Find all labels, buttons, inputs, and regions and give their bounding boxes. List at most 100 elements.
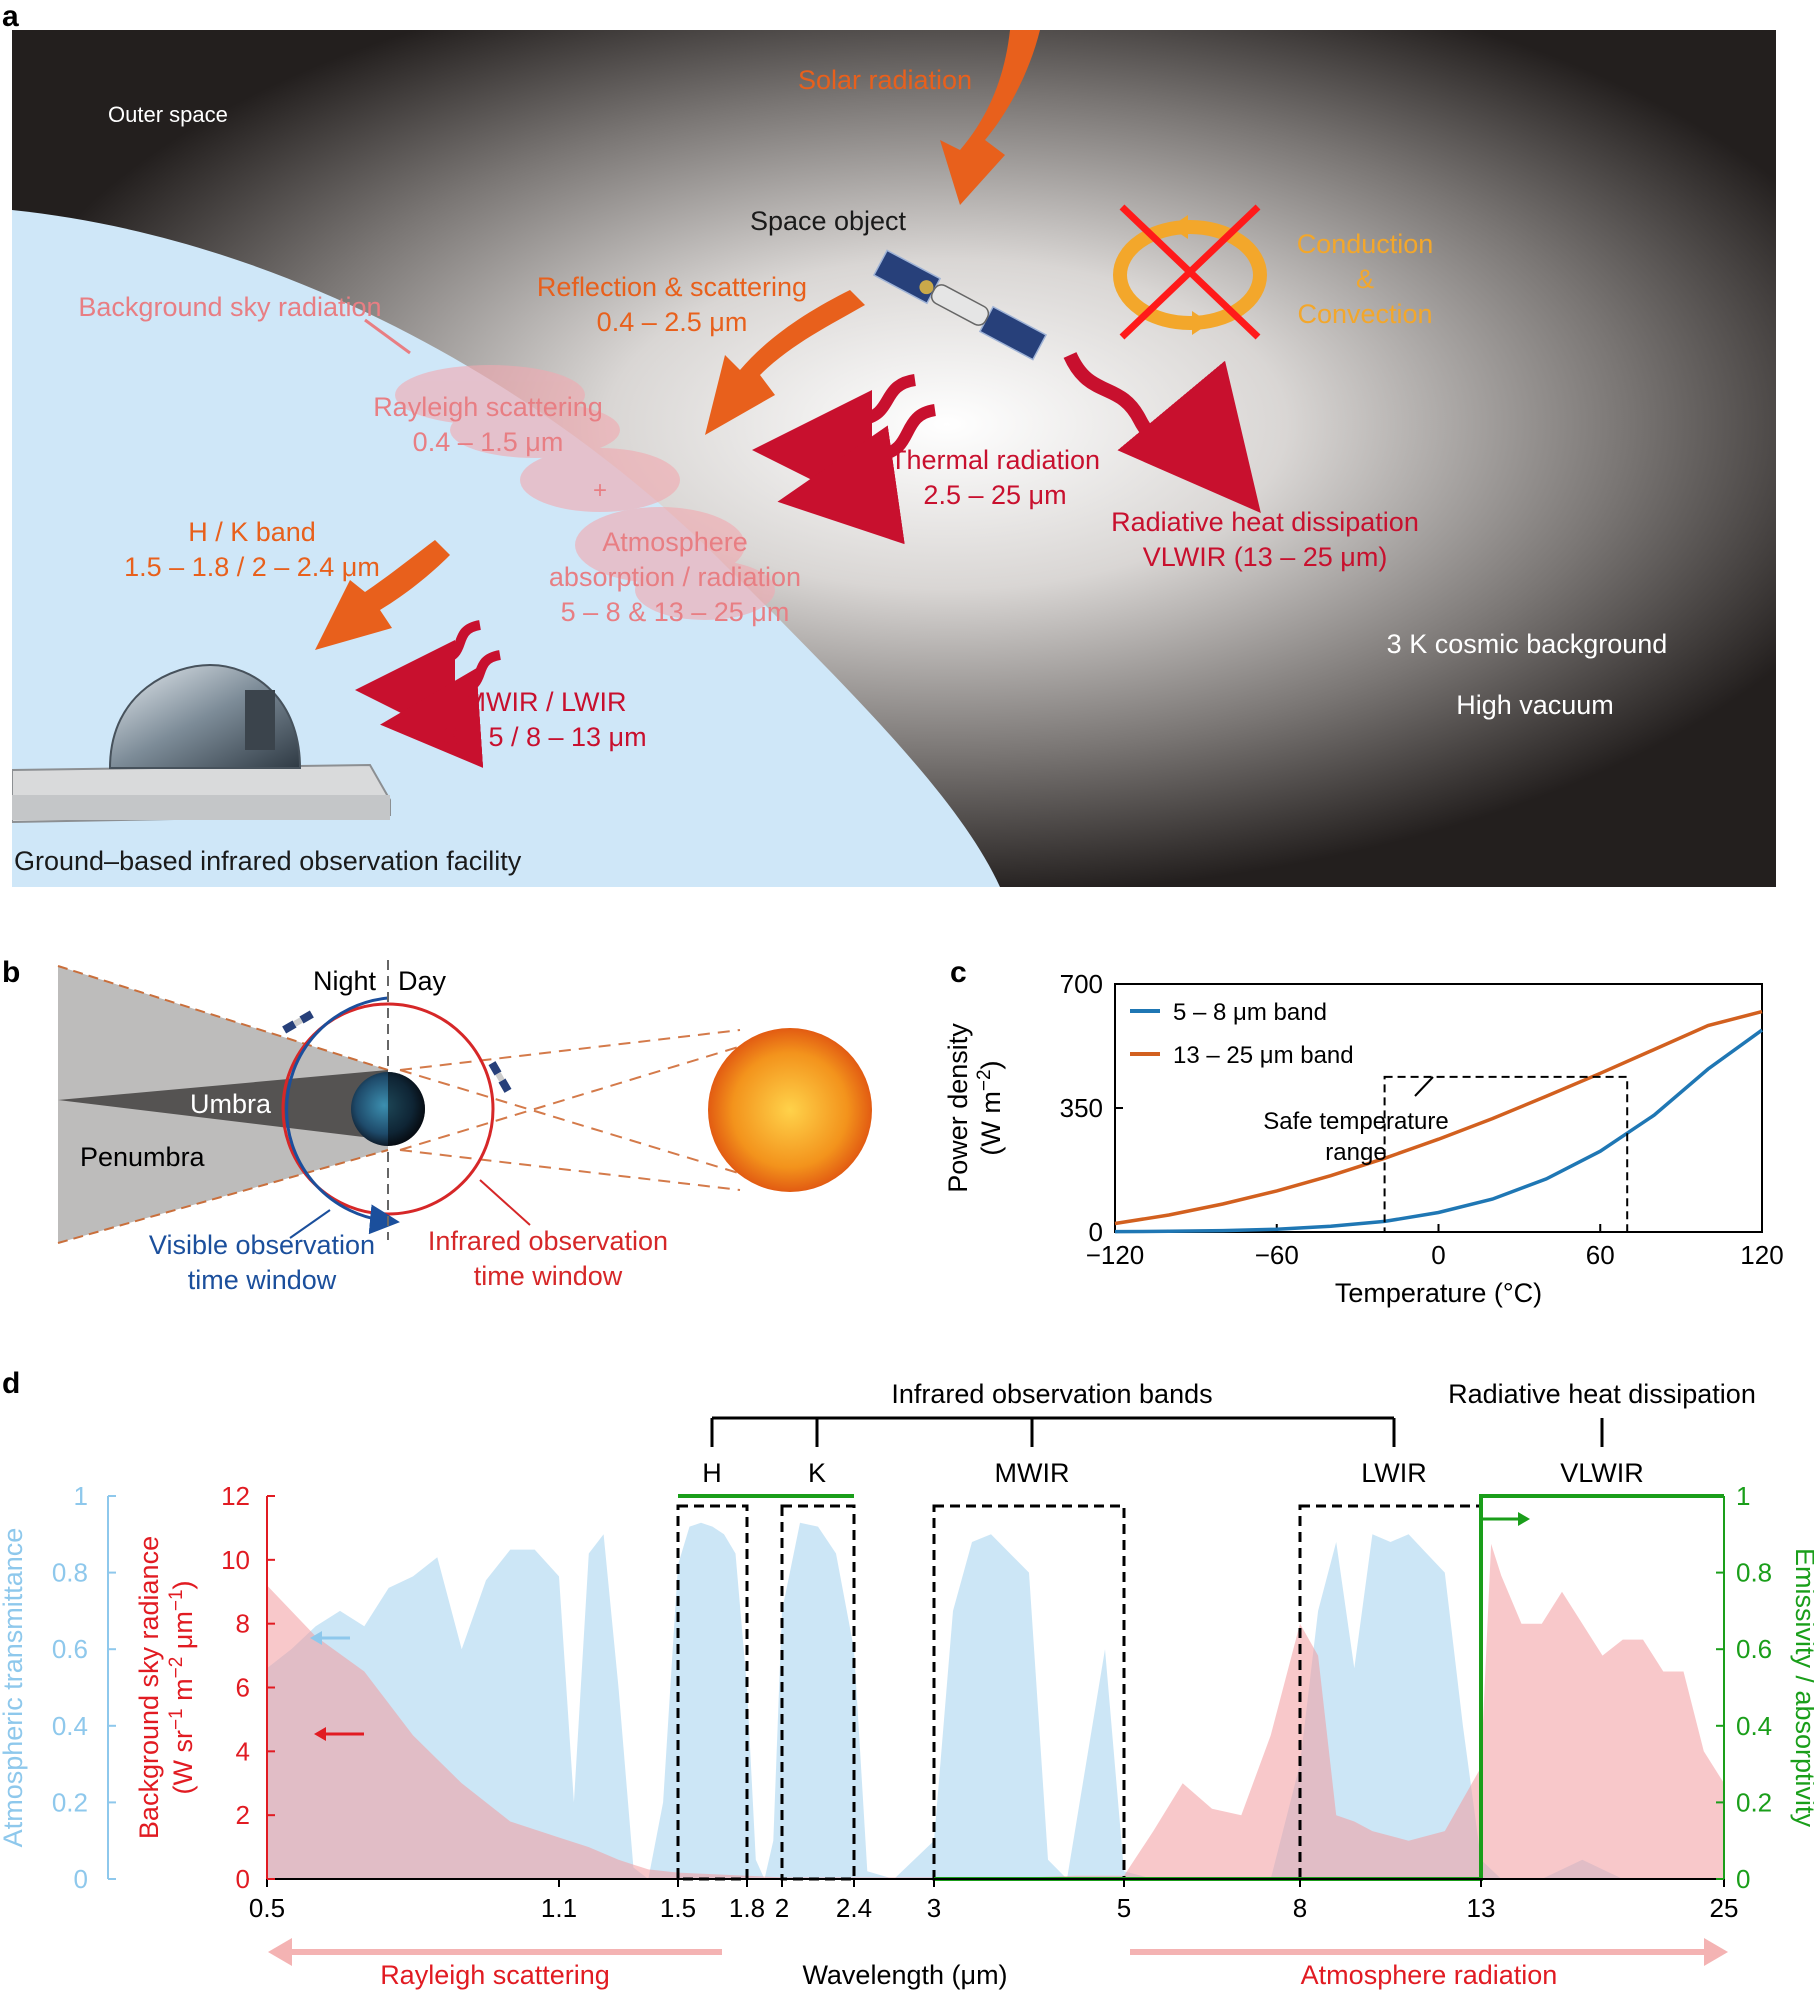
window-box-h <box>676 1504 749 1881</box>
transmittance-tick-label: 0.2 <box>52 1787 88 1817</box>
atmosphere-label-3: 5 – 8 & 13 – 25 μm <box>561 597 790 627</box>
hk-band-label: H / K band <box>188 517 316 547</box>
umbra-shape <box>58 1070 388 1140</box>
mwir-arrow-2 <box>380 650 502 768</box>
x-tick-label: 0 <box>1431 1240 1445 1270</box>
emissivity-tick-label: 0 <box>1736 1864 1750 1894</box>
reflection-arrow <box>705 290 865 435</box>
x-axis-label: Temperature (°C) <box>1335 1278 1542 1308</box>
transmittance-tick-label: 0 <box>74 1864 88 1894</box>
outer-space-label: Outer space <box>108 102 228 127</box>
thermal-label: Thermal radiation <box>890 445 1100 475</box>
x-tick-label: 1.1 <box>541 1893 577 1923</box>
transmittance-tick-label: 0.4 <box>52 1711 88 1741</box>
transmittance-arrowhead <box>310 1631 322 1645</box>
emissivity-axis-label: Emissivity / absorptivity <box>1790 1548 1814 1828</box>
transmittance-tick-label: 0.6 <box>52 1634 88 1664</box>
panel-d-letter: d <box>2 1367 20 1400</box>
annotation-line-2: range <box>1325 1139 1386 1166</box>
panel-a-letter: a <box>2 0 19 33</box>
annotation-line-1: Safe temperature <box>1263 1108 1448 1135</box>
telescope-dome-icon <box>12 663 391 824</box>
hk-band-arrow <box>315 540 450 650</box>
x-tick-label: 5 <box>1117 1893 1131 1923</box>
band-label-mwir: MWIR <box>995 1458 1070 1488</box>
rayleigh-range-label: 0.4 – 1.5 μm <box>413 427 564 457</box>
x-tick-label: −120 <box>1086 1240 1145 1270</box>
y-tick-label: 350 <box>1060 1093 1103 1123</box>
solar-radiation-arrow <box>940 30 1040 205</box>
radiance-tick-label: 2 <box>236 1800 250 1830</box>
emissivity-tick-label: 0.2 <box>1736 1787 1772 1817</box>
panel-b-diagram <box>57 960 872 1244</box>
panel-a-labels: Outer space Solar radiation Space object… <box>14 65 1667 876</box>
satellite-icon <box>488 1061 512 1093</box>
radiance-axis-label: Background sky radiance <box>134 1536 164 1839</box>
mwir-lwir-label: MWIR / LWIR <box>464 687 627 717</box>
x-tick-label: 0.5 <box>249 1893 285 1923</box>
series-line-2 <box>1114 1009 1763 1226</box>
sun-icon <box>708 1028 872 1192</box>
satellite-icon <box>282 1010 314 1034</box>
plus-label: + <box>593 477 607 504</box>
x-tick-label: 120 <box>1740 1240 1783 1270</box>
day-label: Day <box>398 966 447 996</box>
radiance-tick-label: 10 <box>221 1545 250 1575</box>
dissipation-arrow <box>1063 351 1261 513</box>
cosmic-bg-label: 3 K cosmic background <box>1387 629 1668 659</box>
emissivity-tick-label: 1 <box>1736 1481 1750 1511</box>
emissivity-tick-label: 0.6 <box>1736 1634 1772 1664</box>
sky-radiance-area <box>267 1543 1724 1879</box>
band-label-lwir: LWIR <box>1361 1458 1427 1488</box>
sky-radiation-blobs <box>395 365 775 620</box>
x-tick-label: −60 <box>1255 1240 1299 1270</box>
y-tick-label: 700 <box>1060 969 1103 999</box>
infrared-window-label-1: Infrared observation <box>428 1226 668 1256</box>
no-conduction-icon <box>1113 204 1267 340</box>
bg-sky-label: Background sky radiation <box>78 292 381 322</box>
x-axis-label: Wavelength (μm) <box>802 1960 1007 1990</box>
space-object-label: Space object <box>750 206 907 236</box>
x-tick-label: 25 <box>1710 1893 1739 1923</box>
ampersand-label: & <box>1356 264 1374 294</box>
penumbra-label: Penumbra <box>80 1142 206 1172</box>
radiance-axis-unit-label: (W sr−1 m−2 μm−1) <box>166 1580 198 1794</box>
visible-window-label-1: Visible observation <box>149 1230 375 1260</box>
transmittance-area <box>267 1522 1724 1879</box>
visible-orbit-arc <box>285 996 400 1235</box>
emissivity-arrowhead <box>1518 1512 1530 1526</box>
transmittance-tick-label: 0.8 <box>52 1558 88 1588</box>
emissivity-tick-label: 0.4 <box>1736 1711 1772 1741</box>
night-label: Night <box>313 966 377 996</box>
umbra-label: Umbra <box>190 1089 272 1119</box>
sky-leader-line <box>364 318 411 355</box>
legend-label-2: 13 – 25 μm band <box>1173 1042 1354 1069</box>
satellite-icon <box>872 249 1048 361</box>
band-label-h: H <box>702 1458 722 1488</box>
annotation-leader <box>1414 1076 1434 1097</box>
reflection-range-label: 0.4 – 2.5 μm <box>597 307 748 337</box>
rayleigh-label: Rayleigh scattering <box>373 392 603 422</box>
bottom-arrows <box>268 1938 1728 1966</box>
rayleigh-arrow-label: Rayleigh scattering <box>380 1960 610 1990</box>
solar-radiation-label: Solar radiation <box>798 65 972 95</box>
radiance-tick-label: 0 <box>236 1864 250 1894</box>
dissipation-range-label: VLWIR (13 – 25 μm) <box>1143 542 1388 572</box>
thermal-arrow-2 <box>777 404 937 545</box>
x-tick-label: 1.5 <box>660 1893 696 1923</box>
dissipation-label: Radiative heat dissipation <box>1111 507 1419 537</box>
y-axis-label: Power density <box>943 1023 973 1193</box>
transmittance-axis-label: Atmospheric transmittance <box>0 1528 28 1848</box>
infrared-window-label-2: time window <box>474 1261 623 1291</box>
sun-rays <box>399 1029 746 1191</box>
y-axis-unit-label: (W m−2) <box>974 1060 1006 1155</box>
x-tick-label: 1.8 <box>729 1893 765 1923</box>
dissipation-title: Radiative heat dissipation <box>1448 1379 1756 1409</box>
hk-range-label: 1.5 – 1.8 / 2 – 2.4 μm <box>124 552 380 582</box>
transmittance-tick-label: 1 <box>74 1481 88 1511</box>
visible-window-label-2: time window <box>188 1265 337 1295</box>
facility-label: Ground–based infrared observation facili… <box>14 846 522 876</box>
panel-b-letter: b <box>2 956 20 989</box>
atm-radiation-label: Atmosphere radiation <box>1301 1960 1558 1990</box>
band-bracket <box>710 1416 1604 1447</box>
